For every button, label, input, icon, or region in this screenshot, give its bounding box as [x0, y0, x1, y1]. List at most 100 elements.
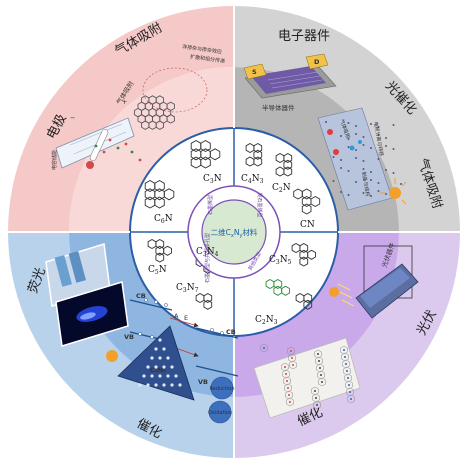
lattice-atom [362, 192, 365, 194]
lattice-atom [362, 144, 365, 146]
gas-molecule-dot [108, 138, 112, 142]
lattice-atom [340, 135, 342, 137]
lattice-hex [346, 387, 354, 397]
lattice-hex [316, 363, 324, 373]
lattice-atom [355, 181, 357, 183]
electron-dot [164, 303, 168, 307]
lattice-atom-br [347, 377, 349, 379]
redox-spheres: Reduction Oxidation [208, 376, 235, 424]
lattice-hex [342, 359, 350, 369]
formula-c2n3: C2N3 [255, 315, 278, 326]
lattice-atom [347, 194, 350, 196]
lattice-hex [343, 366, 351, 376]
plus-sign: + [122, 98, 127, 106]
lattice-atom [370, 179, 372, 181]
lattice-atom-br [350, 398, 352, 400]
cb-label-2: CB [226, 328, 236, 336]
lattice-hex [345, 380, 353, 390]
minus-sign: − [70, 114, 75, 122]
lattice-atom [385, 137, 387, 139]
lattice-hex [347, 394, 355, 404]
tag-diffusion: 扩散和组分传递 [190, 53, 226, 65]
gas-molecule-dot [138, 158, 142, 162]
structure-c3n [190, 139, 221, 169]
structure-c5n [147, 238, 172, 263]
triangle-lattice-atom [146, 365, 150, 369]
triangle-lattice-atom [158, 338, 162, 342]
lattice-hex [311, 386, 319, 396]
gas-molecule-dot [102, 150, 106, 154]
lattice-atom [385, 169, 387, 171]
outer-quadrant-top-right [234, 6, 460, 232]
structure-c6n [144, 179, 175, 209]
lattice-hex [283, 376, 291, 386]
triangle-lattice-atom [170, 365, 174, 369]
sun-icon-br [329, 287, 339, 297]
lattice-atom [377, 158, 380, 160]
center-title-part2: N [234, 228, 240, 237]
structure-extra [295, 292, 313, 310]
structure-c4n3 [245, 142, 263, 167]
lattice-atom-br [284, 366, 286, 368]
formula-c3n5: C3N5 [269, 255, 292, 266]
lattice-hex [313, 400, 321, 410]
lattice-hex [318, 377, 326, 387]
lattice-atom [385, 145, 387, 147]
structure-c3n5 [291, 242, 316, 267]
lattice-atom-br [345, 363, 347, 365]
quadrant-bottom-right-illustrations: 光伏器件 [253, 241, 419, 419]
lattice-atom [370, 123, 372, 125]
vb-label-1: VB [124, 333, 134, 341]
triangle-lattice-atom [138, 383, 142, 387]
lattice-hex [281, 362, 289, 372]
lattice-hex [314, 349, 322, 359]
lattice-atom-br [287, 387, 289, 389]
lattice-hex [287, 346, 295, 356]
structure-c2n3 [265, 278, 290, 296]
gas-molecule-dot [94, 144, 98, 148]
tag-preparation-structure: 制备与结构 [360, 171, 371, 197]
diffusion-bubble [142, 67, 208, 113]
lattice-hex [260, 343, 268, 353]
lattice-hex [344, 373, 352, 383]
triangle-lattice-atom [154, 383, 158, 387]
semiconductor-device-label: 半导体器件 [262, 103, 295, 112]
triangle-lattice-atom [174, 374, 178, 378]
electron-dot [220, 331, 224, 335]
gas-molecule-dot [130, 150, 134, 154]
lattice-atom-br [346, 370, 348, 372]
graphene-flake-illustration [133, 95, 175, 130]
lattice-atom-br [317, 353, 319, 355]
lattice-atom [362, 160, 365, 162]
lattice-atom-br [321, 381, 323, 383]
semiconductor-device-illustration: S D 半导体器件 [243, 53, 337, 112]
lattice-atom [362, 168, 365, 170]
source-label: S [252, 68, 257, 76]
lattice-hex [284, 383, 292, 393]
oxidation-label: Oxidation [208, 410, 232, 416]
electron-dot [144, 298, 148, 302]
lattice-atom-br [263, 347, 265, 349]
formula-c2n: C2N [272, 183, 291, 194]
formula-c4n3: C4N3 [241, 174, 264, 185]
lattice-atom-br [349, 391, 351, 393]
lattice-atom-br [290, 350, 292, 352]
lattice-hex [288, 353, 296, 363]
lattice-atom [347, 122, 350, 124]
lattice-atom-br [286, 380, 288, 382]
quadrant-bottom-left-illustrations: CB VB CB VB A E C₃N₄ Reduction Oxidation [45, 243, 239, 424]
electron-dot [210, 328, 214, 332]
center-title: 二维CxNy材料 [211, 227, 258, 239]
quadrant-top-left-illustrations: 非掺杂与掺杂效应 扩散和组分传递 电容储能 − + [51, 43, 225, 170]
structure-c2n [275, 152, 293, 177]
lattice-atom-br [289, 401, 291, 403]
lattice-atom-br [348, 384, 350, 386]
center-title-part3: 材料 [242, 227, 257, 237]
lattice-atom [347, 138, 350, 140]
formula-c3n: C3N [203, 174, 222, 185]
lattice-atom-br [288, 394, 290, 396]
lattice-atom [355, 125, 357, 127]
lattice-atom-br [292, 364, 294, 366]
triangle-lattice-atom [154, 365, 158, 369]
tag-capacitive-storage: 电容储能 [51, 150, 58, 170]
